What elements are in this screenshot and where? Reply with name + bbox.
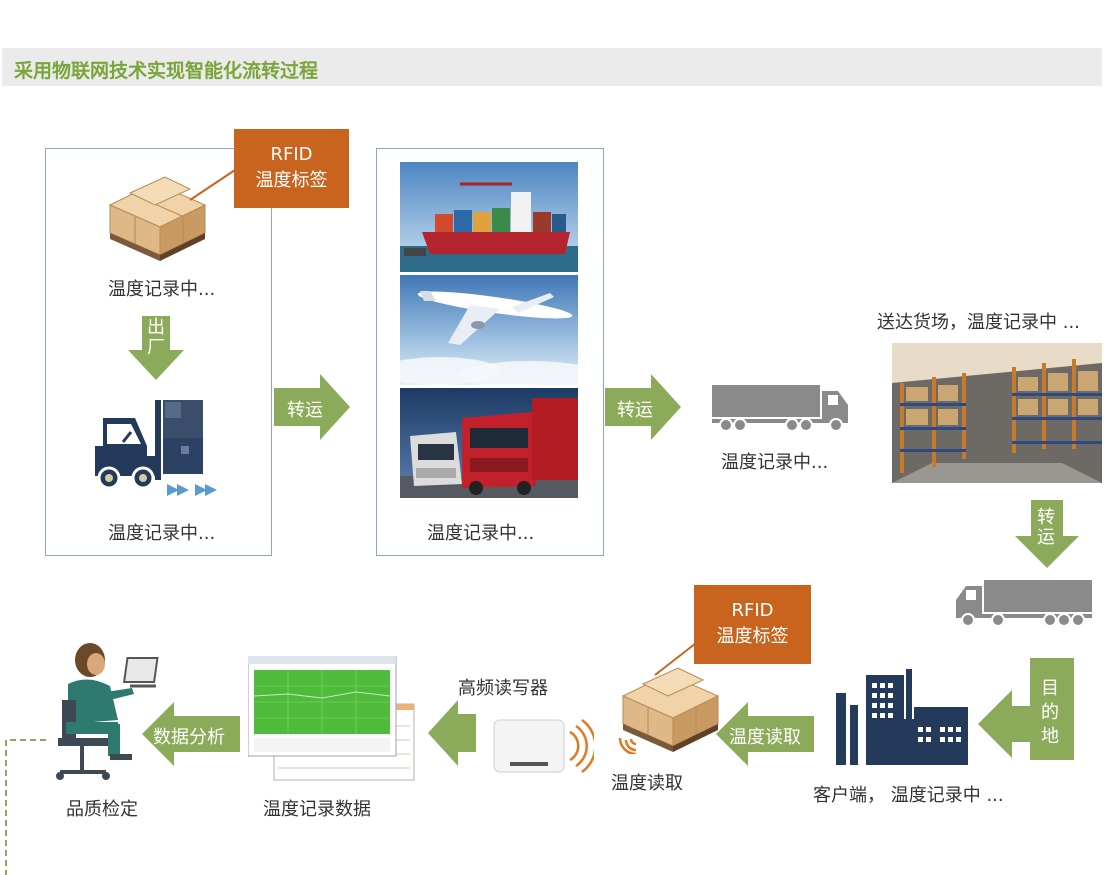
quality-inspector-icon — [56, 643, 159, 780]
transfer-arrow-2 — [605, 374, 681, 440]
truck-icon — [956, 580, 1092, 627]
wireless-signal-icon — [618, 737, 637, 754]
quality-check-label: 品质检定 — [66, 799, 138, 820]
transfer-arrow-3 — [1015, 500, 1079, 568]
transfer-arrow-1 — [274, 374, 350, 440]
exit-factory-arrow — [128, 316, 184, 380]
tag-pointer-line — [189, 169, 236, 201]
data-analysis-arrow-label: 数据分析 — [153, 727, 225, 748]
truck-status-label: 温度记录中... — [721, 452, 829, 473]
page-title: 采用物联网技术实现智能化流转过程 — [14, 60, 319, 82]
cargo-boxes-icon — [108, 176, 207, 261]
transfer-arrow-1-label: 转运 — [287, 400, 323, 421]
forklift-status-label: 温度记录中... — [108, 523, 216, 544]
dashed-connector-line — [5, 739, 46, 875]
temperature-data-screenshot — [248, 656, 415, 781]
tag-pointer-line — [654, 639, 701, 676]
transfer-arrow-3-label: 转运 — [1037, 507, 1055, 548]
transfer-arrow-2-label: 转运 — [617, 400, 653, 421]
trucks-photo — [400, 388, 578, 498]
data-flow-arrow — [428, 700, 476, 766]
rfid-reader-icon — [493, 718, 594, 774]
boxes-status-label: 温度记录中... — [108, 279, 216, 300]
rfid-tag-label-2: RFID 温度标签 — [694, 585, 811, 664]
rfid-tag-2-line2: 温度标签 — [716, 626, 789, 647]
temperature-data-label: 温度记录数据 — [263, 799, 371, 820]
rfid-tag-2-line1: RFID — [731, 600, 774, 621]
temperature-read-arrow — [716, 702, 814, 766]
data-analysis-arrow — [142, 702, 240, 766]
reader-label: 高频读写器 — [458, 678, 548, 699]
transport-status-label: 温度记录中... — [427, 523, 535, 544]
client-status-label: 客户端， 温度记录中 ... — [813, 785, 1004, 806]
exit-factory-label: 出厂 — [147, 317, 165, 358]
temperature-read-arrow-label: 温度读取 — [729, 727, 801, 748]
forklift-icon — [95, 400, 217, 496]
factory-icon — [836, 669, 968, 765]
truck-icon — [712, 385, 848, 432]
rfid-tag-line2: 温度标签 — [255, 170, 328, 191]
rfid-read-label: 温度读取 — [611, 773, 683, 794]
destination-arrow — [978, 658, 1074, 760]
rfid-tag-line1: RFID — [270, 144, 313, 165]
title-bar — [2, 48, 1102, 86]
warehouse-photo — [892, 343, 1102, 483]
cargo-boxes-icon — [621, 667, 720, 752]
destination-arrow-label: 目的地 — [1041, 678, 1059, 747]
airplane-photo — [400, 275, 578, 385]
cargo-ship-photo — [400, 162, 578, 272]
warehouse-status-label: 送达货场，温度记录中 ... — [877, 312, 1080, 333]
rfid-tag-label: RFID 温度标签 — [234, 129, 349, 208]
